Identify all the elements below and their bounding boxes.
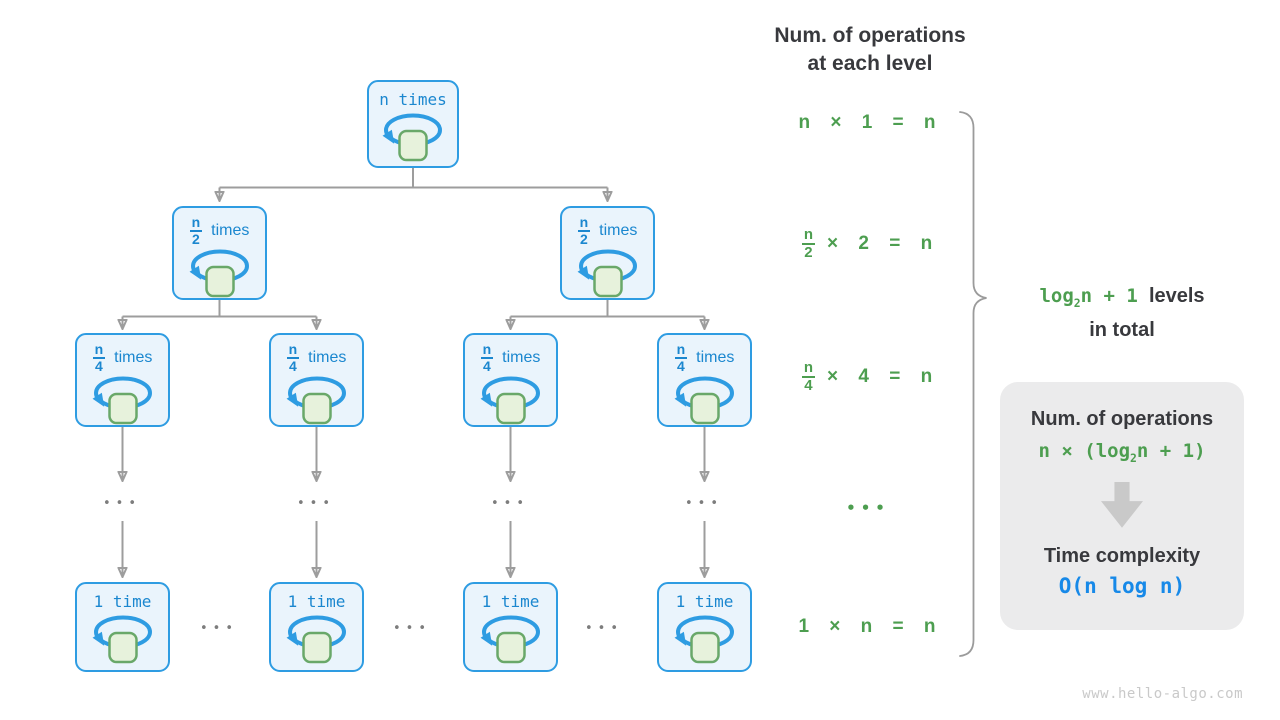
iteration-block <box>398 129 428 162</box>
iteration-block <box>689 392 720 425</box>
ellipsis-icon-green: ••• <box>846 499 890 517</box>
column-title-line1: Num. of operations <box>774 24 966 47</box>
node-label: n times <box>379 90 447 109</box>
loop-icon <box>577 249 637 298</box>
watermark: www.hello-algo.com <box>1082 686 1243 702</box>
iteration-block <box>204 265 235 298</box>
tree-node-leaf-1: 1 time <box>75 582 170 672</box>
ellipsis-icon: ••• <box>296 496 336 511</box>
loop-icon <box>92 615 152 664</box>
iteration-block <box>301 631 332 664</box>
iteration-block <box>495 631 526 664</box>
loop-icon <box>674 615 734 664</box>
ellipsis-icon: ••• <box>490 496 530 511</box>
iteration-block <box>301 392 332 425</box>
loop-icon <box>674 376 734 425</box>
loop-icon <box>92 376 152 425</box>
level-ops-row-5: 1 × n = n <box>798 616 938 637</box>
column-title-line2: at each level <box>807 52 933 75</box>
node-label: 1 time <box>675 592 734 611</box>
column-title: Num. of operations at each level <box>740 22 1000 78</box>
iteration-block <box>495 392 526 425</box>
loop-icon <box>286 615 346 664</box>
ellipsis-icon: ••• <box>102 496 142 511</box>
down-arrow-icon <box>1101 481 1143 528</box>
levels-total-label: log2n + 1 levels in total <box>1002 283 1242 344</box>
time-complexity-value: O(n log n) <box>1058 573 1186 598</box>
ellipsis-icon: ••• <box>684 496 724 511</box>
tree-node-root: n times <box>367 80 459 168</box>
operations-formula: n × (log2n + 1) <box>1038 440 1206 465</box>
panel-title: Num. of operations <box>1030 408 1214 430</box>
loop-icon <box>480 376 540 425</box>
tree-node-leaf-4: 1 time <box>657 582 752 672</box>
tree-node-leaf-2: 1 time <box>269 582 364 672</box>
node-label: 1 time <box>93 592 152 611</box>
ellipsis-icon: ••• <box>392 621 432 636</box>
loop-icon <box>189 249 249 298</box>
loop-icon <box>480 615 540 664</box>
level-ops-row-1: n × 1 = n <box>798 112 938 133</box>
node-label: 1 time <box>481 592 540 611</box>
tree-node-leaf-3: 1 time <box>463 582 558 672</box>
ellipsis-icon: ••• <box>199 621 239 636</box>
loop-icon <box>286 376 346 425</box>
ellipsis-icon: ••• <box>584 621 624 636</box>
panel-subtitle: Time complexity <box>1043 544 1201 567</box>
brace <box>959 111 987 657</box>
iteration-block <box>592 265 623 298</box>
iteration-block <box>107 392 138 425</box>
iteration-block <box>107 631 138 664</box>
levels-total-line1: log2n + 1 levels <box>1039 285 1205 310</box>
loop-icon <box>382 113 442 162</box>
summary-panel: Num. of operations n × (log2n + 1) Time … <box>1000 382 1244 630</box>
iteration-block <box>689 631 720 664</box>
levels-total-line2: in total <box>1089 318 1155 341</box>
node-label: 1 time <box>287 592 346 611</box>
